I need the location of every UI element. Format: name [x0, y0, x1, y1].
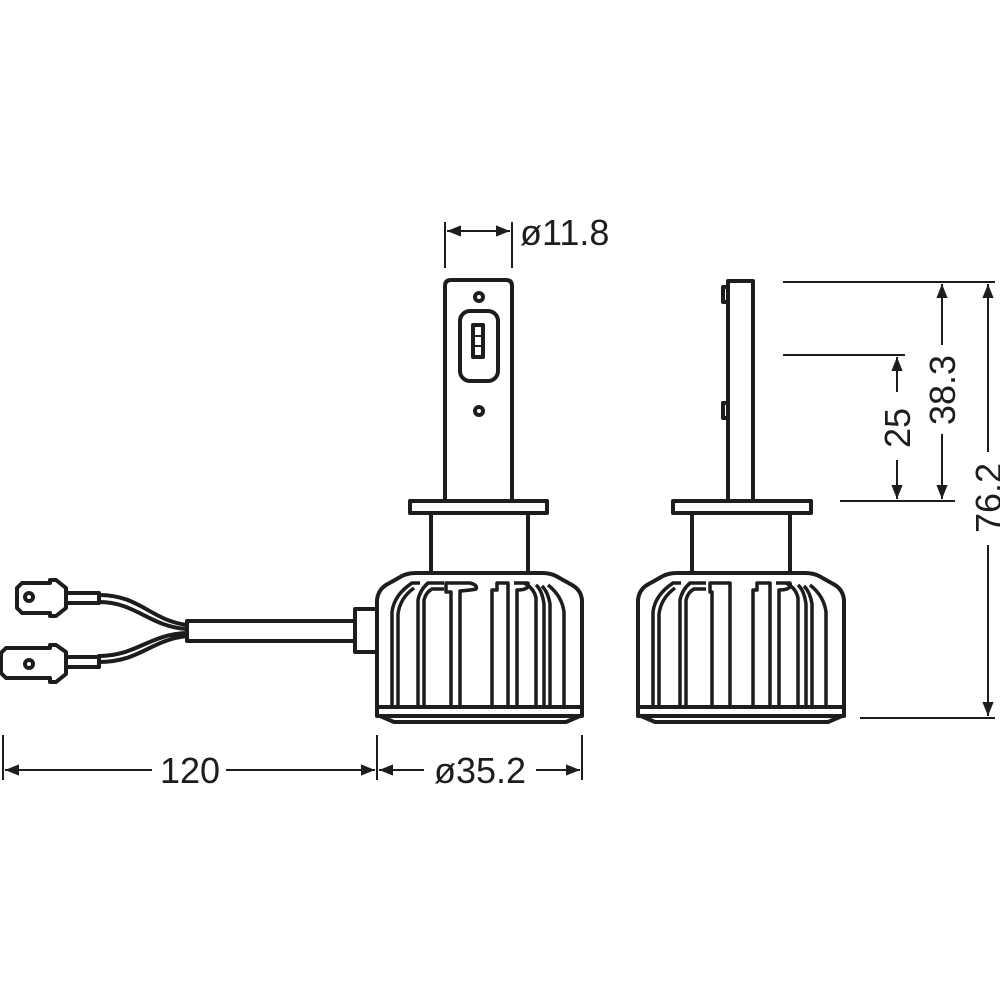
led-height-label: 25	[877, 408, 918, 448]
flange	[408, 499, 549, 515]
cable-grommet	[353, 607, 379, 654]
connector-top	[15, 578, 101, 618]
bulb-front-view	[0, 278, 584, 724]
bulb-side-view	[636, 279, 846, 724]
connector-bottom	[0, 643, 101, 684]
dimension-base-diameter: ø35.2	[379, 750, 580, 791]
stem-hole-bottom	[473, 405, 485, 417]
wire-bottom	[97, 631, 189, 664]
led-chip	[471, 323, 485, 359]
led-chip-window	[458, 309, 500, 383]
side-heatsink	[636, 571, 846, 709]
wire-top	[97, 593, 189, 631]
cable	[185, 619, 357, 643]
stem	[443, 278, 514, 503]
side-neck	[690, 511, 792, 575]
total-height-label: 76.2	[968, 463, 1000, 533]
stem-diameter-label: ø11.8	[520, 212, 609, 253]
dimension-stem-diameter: ø11.8	[444, 212, 609, 268]
heatsink	[375, 571, 584, 709]
side-flange	[671, 499, 813, 515]
side-heatsink-fins	[651, 581, 828, 706]
base-diameter-label: ø35.2	[434, 750, 526, 791]
side-stem	[726, 279, 755, 503]
heatsink-fins	[390, 581, 566, 706]
dimension-heights: 25 38.3 76.2	[783, 281, 1000, 719]
stem-hole-top	[473, 291, 485, 303]
dimension-cable-length: 120	[2, 735, 583, 791]
cable-length-label: 120	[160, 750, 220, 791]
stem-height-label: 38.3	[922, 355, 963, 425]
side-tabs	[721, 285, 730, 420]
neck	[429, 511, 530, 575]
